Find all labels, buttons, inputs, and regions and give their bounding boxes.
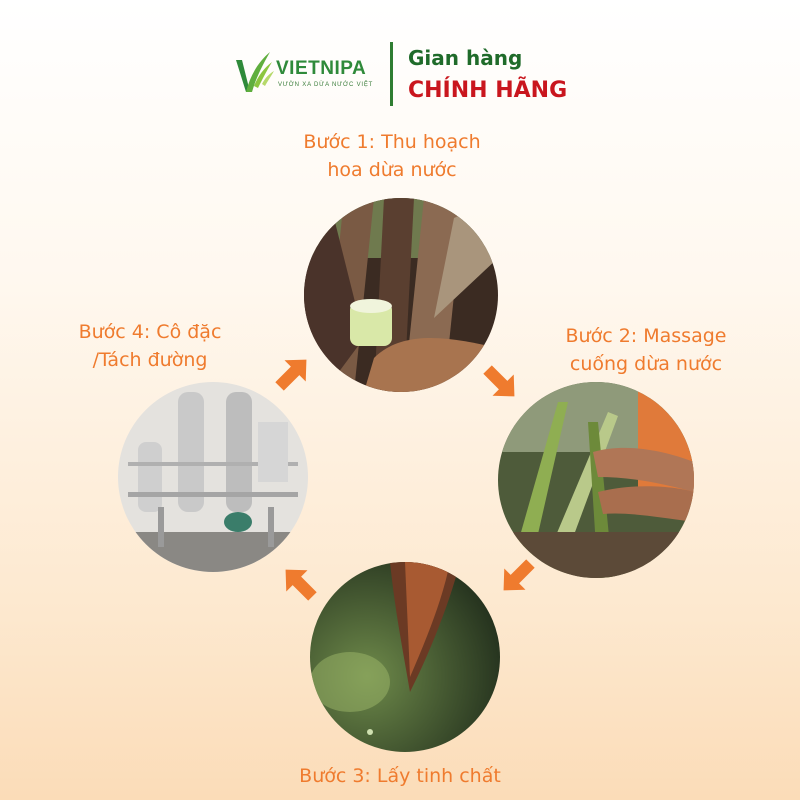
arrow-right-up-icon [275,359,307,391]
arrow-left-down-icon [503,559,535,591]
harvest-photo [304,198,498,392]
step-3-label: Bước 3: Lấy tinh chất [270,762,530,790]
extract-photo [310,562,500,752]
equipment-photo [118,382,308,572]
brand-tagline: VƯỜN XA DỪA NƯỚC VIỆT [278,82,374,88]
step-2-subtitle: cuống dừa nước [569,353,723,375]
step-4-title: Bước 4: Cô đặc [78,321,222,343]
leaf-logo-icon [236,52,274,92]
header: VIETNIPA VƯỜN XA DỪA NƯỚC VIỆT Gian hàng… [0,0,800,120]
step-1-title: Bước 1: Thu hoạch [303,131,481,153]
header-divider [390,42,393,106]
step-4-subtitle: /Tách đường [92,349,208,371]
step-3-title: Bước 3: Lấy tinh chất [299,765,501,787]
shop-title: CHÍNH HÃNG [408,78,568,103]
step-1-label: Bước 1: Thu hoạch hoa dừa nước [272,128,512,184]
brand-name: VIETNIPA [276,58,367,79]
shop-label: Gian hàng [408,46,523,70]
arrow-right-down-icon [483,365,515,397]
step-4-label: Bước 4: Cô đặc /Tách đường [50,318,250,374]
step-1-subtitle: hoa dừa nước [327,159,457,181]
massage-photo [498,382,694,578]
step-2-title: Bước 2: Massage [565,325,727,347]
arrow-left-up-icon [285,569,317,601]
brand-logo[interactable]: VIETNIPA VƯỜN XA DỪA NƯỚC VIỆT [232,46,382,98]
step-2-label: Bước 2: Massage cuống dừa nước [536,322,756,378]
